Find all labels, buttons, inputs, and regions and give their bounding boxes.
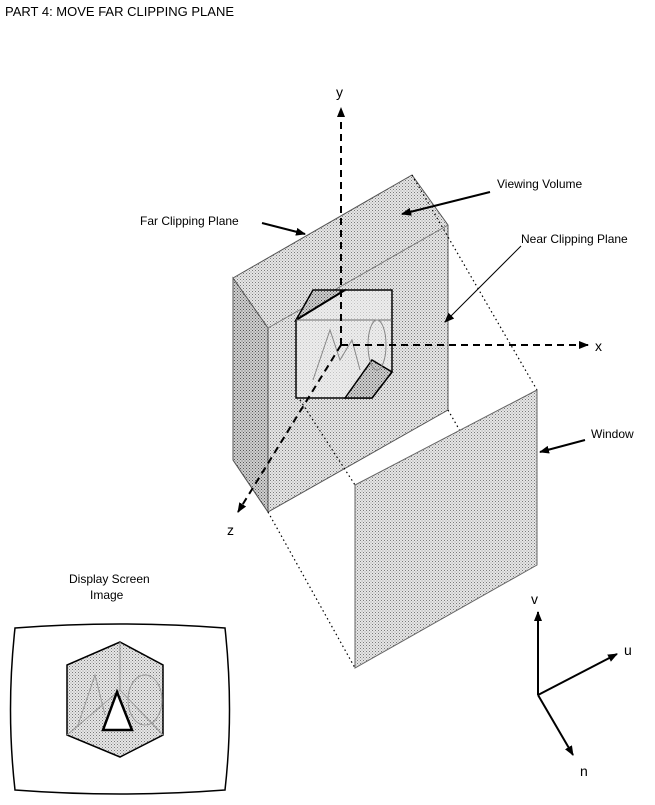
v-axis-label: v bbox=[531, 591, 538, 607]
near-clipping-plane-label: Near Clipping Plane bbox=[521, 232, 628, 246]
page-title: PART 4: MOVE FAR CLIPPING PLANE bbox=[5, 4, 234, 19]
near-clipping-plane-arrow-icon bbox=[444, 245, 522, 323]
display-screen-triangle bbox=[101, 688, 134, 732]
n-axis bbox=[537, 694, 574, 756]
y-axis-label: y bbox=[336, 84, 343, 100]
z-axis-label: z bbox=[227, 522, 234, 538]
display-screen-object-lines bbox=[66, 642, 164, 736]
far-clipping-plane-label: Far Clipping Plane bbox=[140, 214, 239, 228]
far-clipping-plane-arrow-icon bbox=[261, 222, 306, 236]
viewing-volume-arrow-icon bbox=[401, 191, 491, 216]
x-axis-label: x bbox=[595, 338, 602, 354]
window-arrow-icon bbox=[539, 439, 586, 454]
z-axis bbox=[237, 344, 342, 513]
far-plane-edge bbox=[267, 224, 449, 329]
display-screen-caption-line1: Display Screen bbox=[69, 572, 150, 586]
window-plane bbox=[354, 389, 538, 669]
viewing-volume-label: Viewing Volume bbox=[497, 177, 582, 191]
u-axis-label: u bbox=[624, 642, 632, 658]
u-axis bbox=[537, 653, 618, 696]
window-label: Window bbox=[591, 427, 634, 441]
display-screen-caption-line2: Image bbox=[90, 588, 124, 602]
n-axis-label: n bbox=[580, 763, 588, 779]
